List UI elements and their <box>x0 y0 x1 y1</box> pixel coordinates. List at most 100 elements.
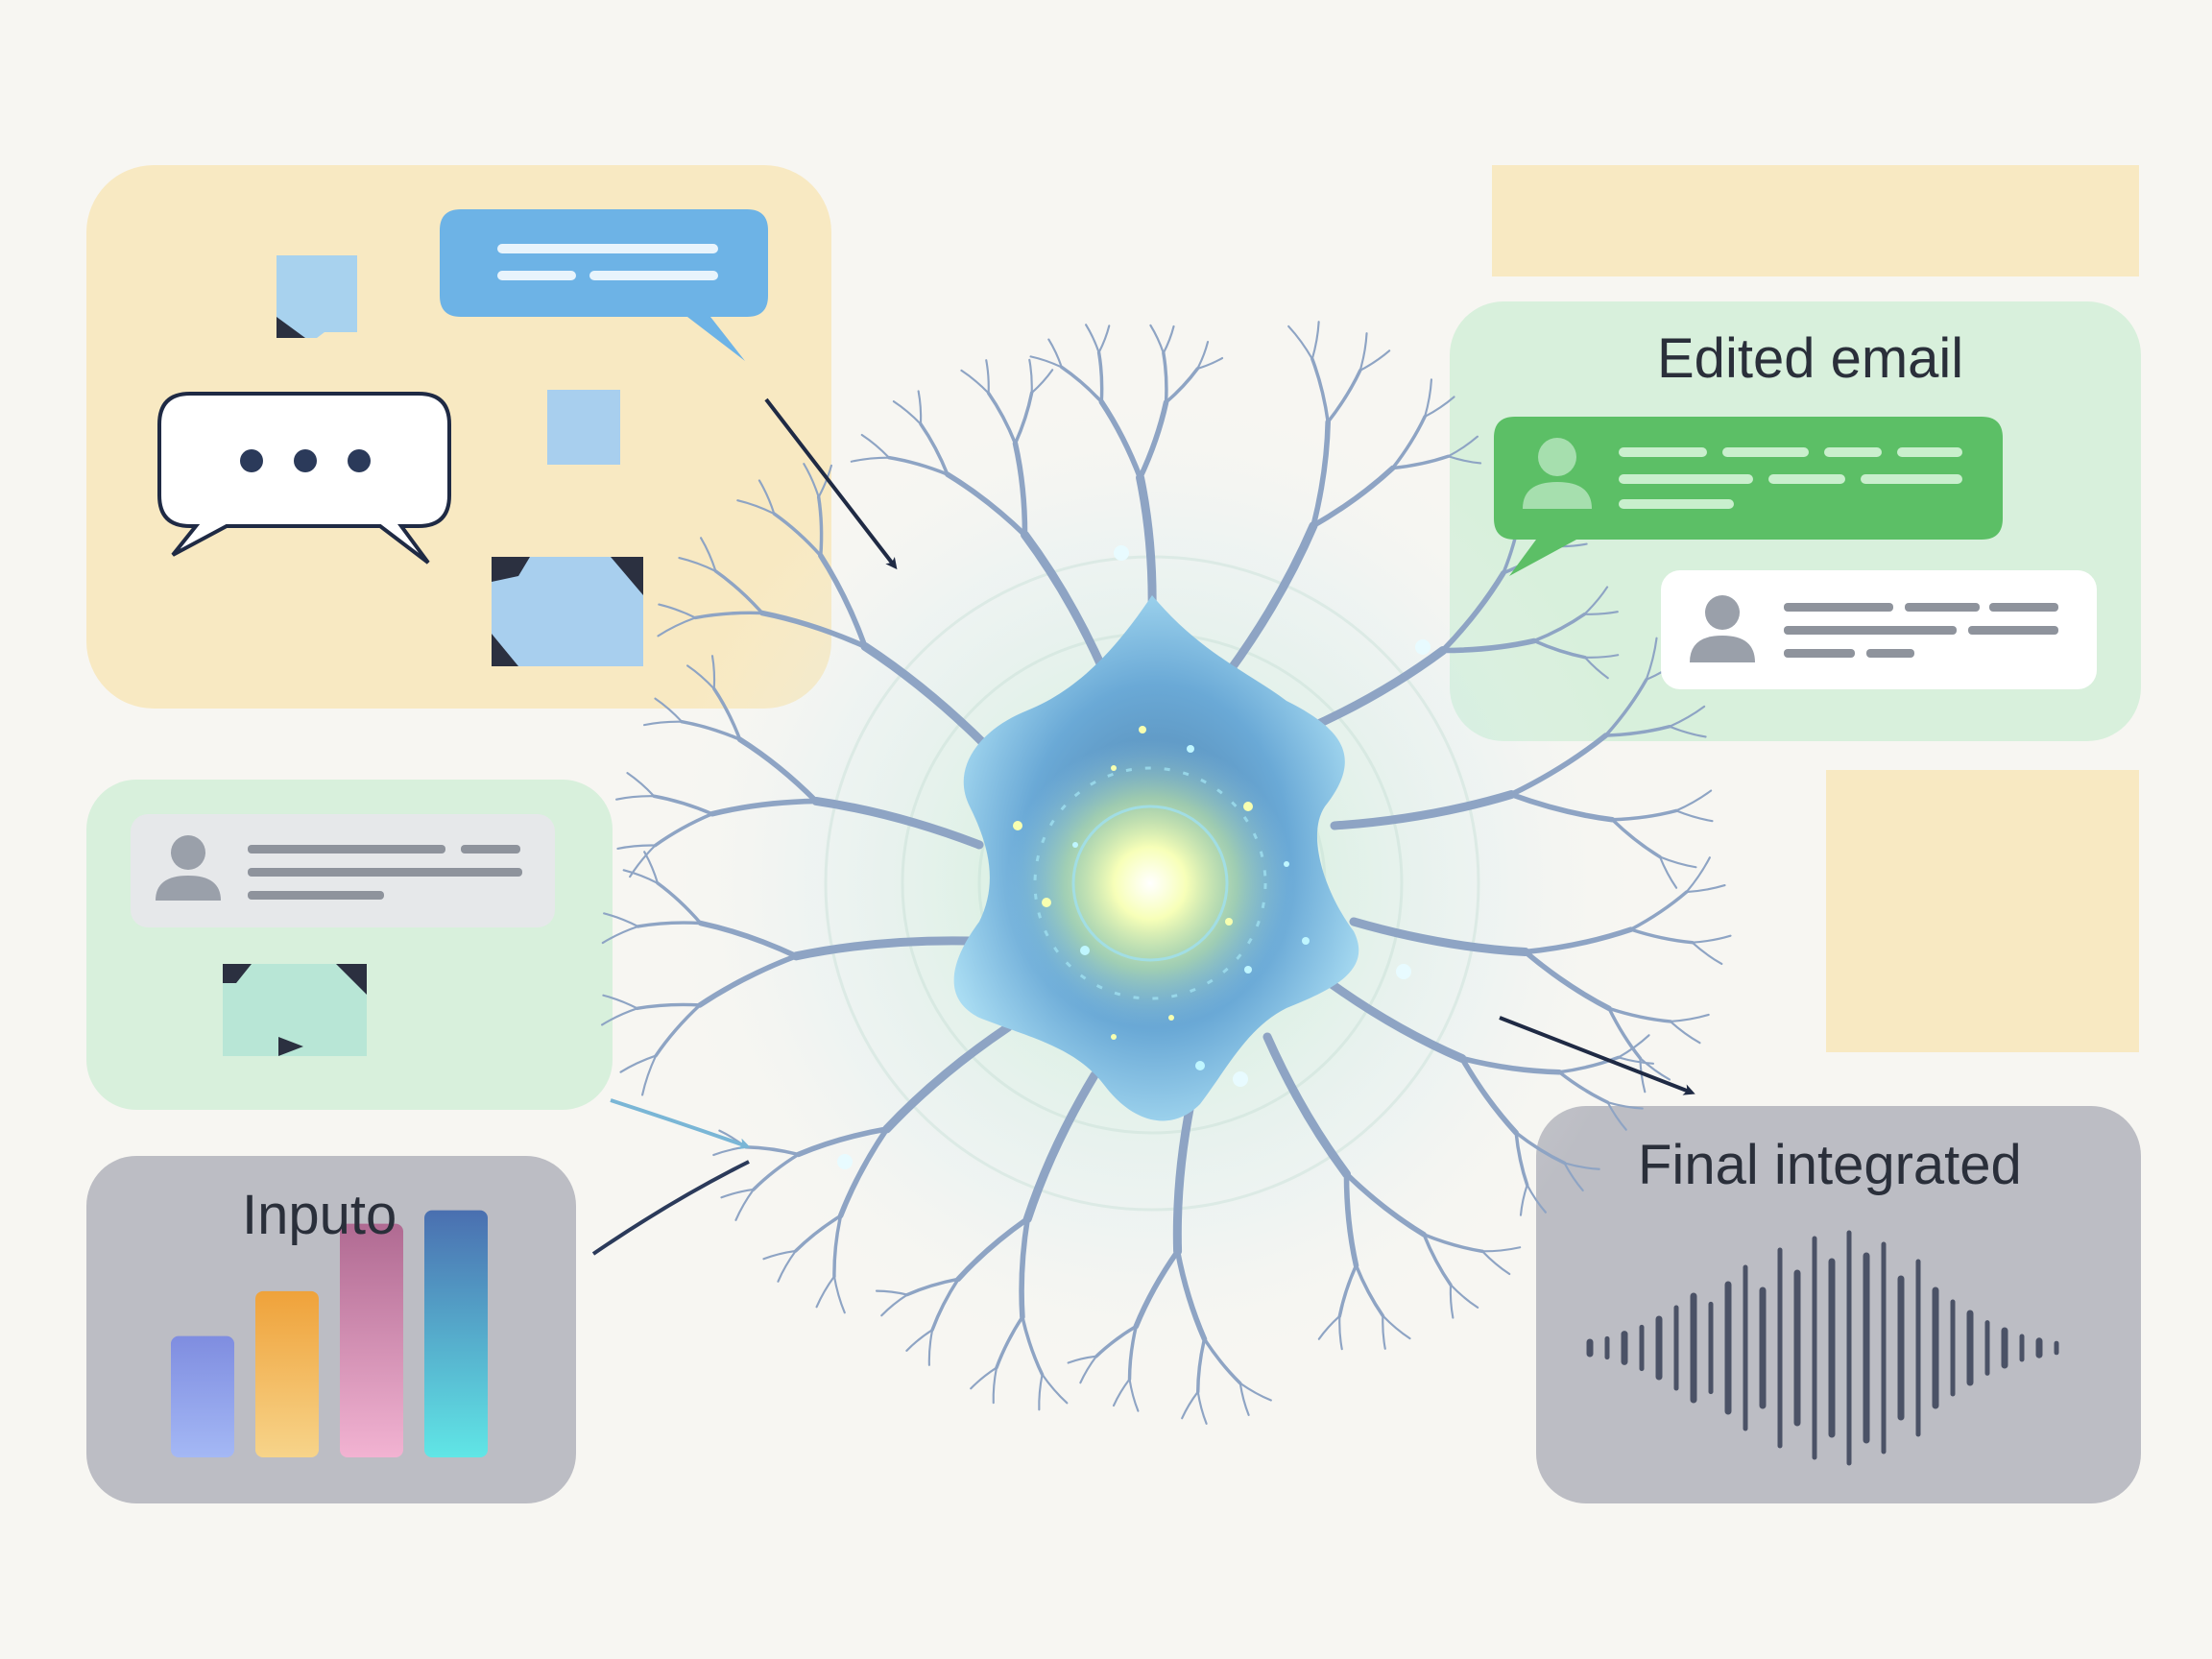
sparkle-dot <box>837 1154 853 1169</box>
neuron-dendrites <box>601 321 1732 1425</box>
dendrite-branch <box>1317 1314 1341 1340</box>
dendrite-branch <box>1658 855 1697 869</box>
sparkle-dot <box>1111 1034 1117 1040</box>
dendrite-branch <box>1583 654 1620 659</box>
dendrite-branch <box>791 936 974 961</box>
dendrite-branch <box>818 552 868 650</box>
dendrite-branch <box>1514 1131 1529 1187</box>
dendrite-branch <box>1382 1314 1386 1350</box>
dendrite-branch <box>1022 1070 1099 1224</box>
right-placeholder <box>1826 770 2139 1052</box>
dendrite-branch <box>622 869 660 884</box>
edited-email-label: Edited email <box>1657 327 1964 390</box>
dendrite-branch <box>1459 1055 1519 1136</box>
white-message-card <box>1661 570 2097 689</box>
dendrite-branch <box>817 464 833 498</box>
dendrite-branch <box>927 1329 934 1366</box>
dendrite-branch <box>601 925 639 945</box>
dendrite-branch <box>1349 917 1530 957</box>
dendrite-branch <box>1181 1390 1199 1420</box>
dendrite-branch <box>1691 941 1723 966</box>
dendrite-branch <box>680 719 742 741</box>
dendrite-branch <box>1522 926 1634 955</box>
dendrite-branch <box>945 471 1028 538</box>
waveform-icon <box>1586 1230 2059 1466</box>
dendrite-branch <box>1012 441 1028 538</box>
dendrite-branch <box>887 455 950 476</box>
dendrite-branch <box>1674 789 1713 812</box>
dendrite-branch <box>875 1289 909 1296</box>
final-integrated-panel <box>1536 1106 2141 1503</box>
dendrite-branch <box>640 1054 658 1096</box>
dendrite-branch <box>1668 705 1706 728</box>
dendrite-branch <box>1358 332 1368 372</box>
dendrite-branch <box>1459 1055 1562 1075</box>
dendrite-branch <box>752 1152 801 1191</box>
bar <box>171 1335 234 1457</box>
dendrite-branch <box>678 556 717 572</box>
dendrite-branch <box>1606 1101 1644 1110</box>
dendrite-branch <box>652 794 714 816</box>
dendrite-branch <box>905 1277 960 1297</box>
dendrite-branch <box>1174 1248 1208 1342</box>
dendrite-branch <box>777 1249 797 1283</box>
dendrite-branch <box>1337 1263 1358 1318</box>
dendrite-branch <box>919 422 950 476</box>
dendrite-branch <box>1085 324 1100 354</box>
dendrite-branch <box>1047 338 1063 369</box>
dendrite-branch <box>1519 1184 1528 1216</box>
dendrite-branch <box>1029 355 1063 369</box>
dendrite-branch <box>955 1215 1031 1283</box>
dendrite-branch <box>985 359 990 395</box>
dendrite-branch <box>1449 1284 1479 1309</box>
core-rings <box>1033 766 1267 1000</box>
dendrite-branch <box>1112 1378 1131 1407</box>
dendrite-branch <box>850 456 890 463</box>
dendrite-branch <box>1481 1250 1511 1276</box>
dendrite-branch <box>1390 415 1427 470</box>
dendrite-branch <box>736 736 819 805</box>
dendrite-branch <box>1526 1184 1548 1214</box>
dendrite-branch <box>654 697 684 723</box>
dendrite-branch <box>654 1003 702 1058</box>
dendrite-branch <box>1137 399 1169 481</box>
dendrite-branch <box>1028 358 1033 395</box>
dendrite-branch <box>616 844 657 851</box>
dendrite-branch <box>1162 351 1168 404</box>
dendrite-branch <box>601 1007 638 1026</box>
dendrite-branch <box>636 921 703 928</box>
dendrite-branch <box>636 1002 702 1011</box>
dendrite-branch <box>880 1293 909 1317</box>
dendrite-branch <box>1038 1373 1044 1411</box>
sparkle-dot <box>1187 745 1194 753</box>
dendrite-branch <box>1021 1314 1045 1377</box>
dendrite-branch <box>1079 1355 1097 1384</box>
sparkle-dot <box>1195 1061 1205 1070</box>
dendrite-branch <box>992 1366 998 1405</box>
dendrite-branch <box>1606 1101 1627 1131</box>
sparkle-dot <box>1243 802 1253 811</box>
dendrite-branch <box>882 1022 1013 1134</box>
dendrite-branch <box>1067 1355 1097 1364</box>
input-label: Inputo <box>242 1184 397 1246</box>
dendrite-branch <box>1330 790 1516 830</box>
bar <box>424 1210 488 1457</box>
dendrite-branch <box>803 463 820 498</box>
dendrite-branch <box>1310 321 1320 360</box>
dendrite-branch <box>1354 1263 1385 1318</box>
dendrite-branch <box>713 569 764 615</box>
dendrite-branch <box>832 1275 846 1314</box>
dendrite-branch <box>1196 1336 1207 1394</box>
dendrite-branch <box>734 1188 755 1221</box>
dendrite-branch <box>1013 391 1034 445</box>
dendrite-branch <box>1310 357 1330 424</box>
dendrite-branch <box>930 1277 960 1332</box>
dendrite-branch <box>710 655 716 690</box>
dendrite-branch <box>656 881 703 926</box>
dendrite-branch <box>697 920 799 959</box>
dendrite-branch <box>1128 1378 1140 1412</box>
dendrite-branch <box>1563 1162 1584 1191</box>
dendrite-branch <box>657 616 697 637</box>
dendrite-branch <box>658 603 697 619</box>
